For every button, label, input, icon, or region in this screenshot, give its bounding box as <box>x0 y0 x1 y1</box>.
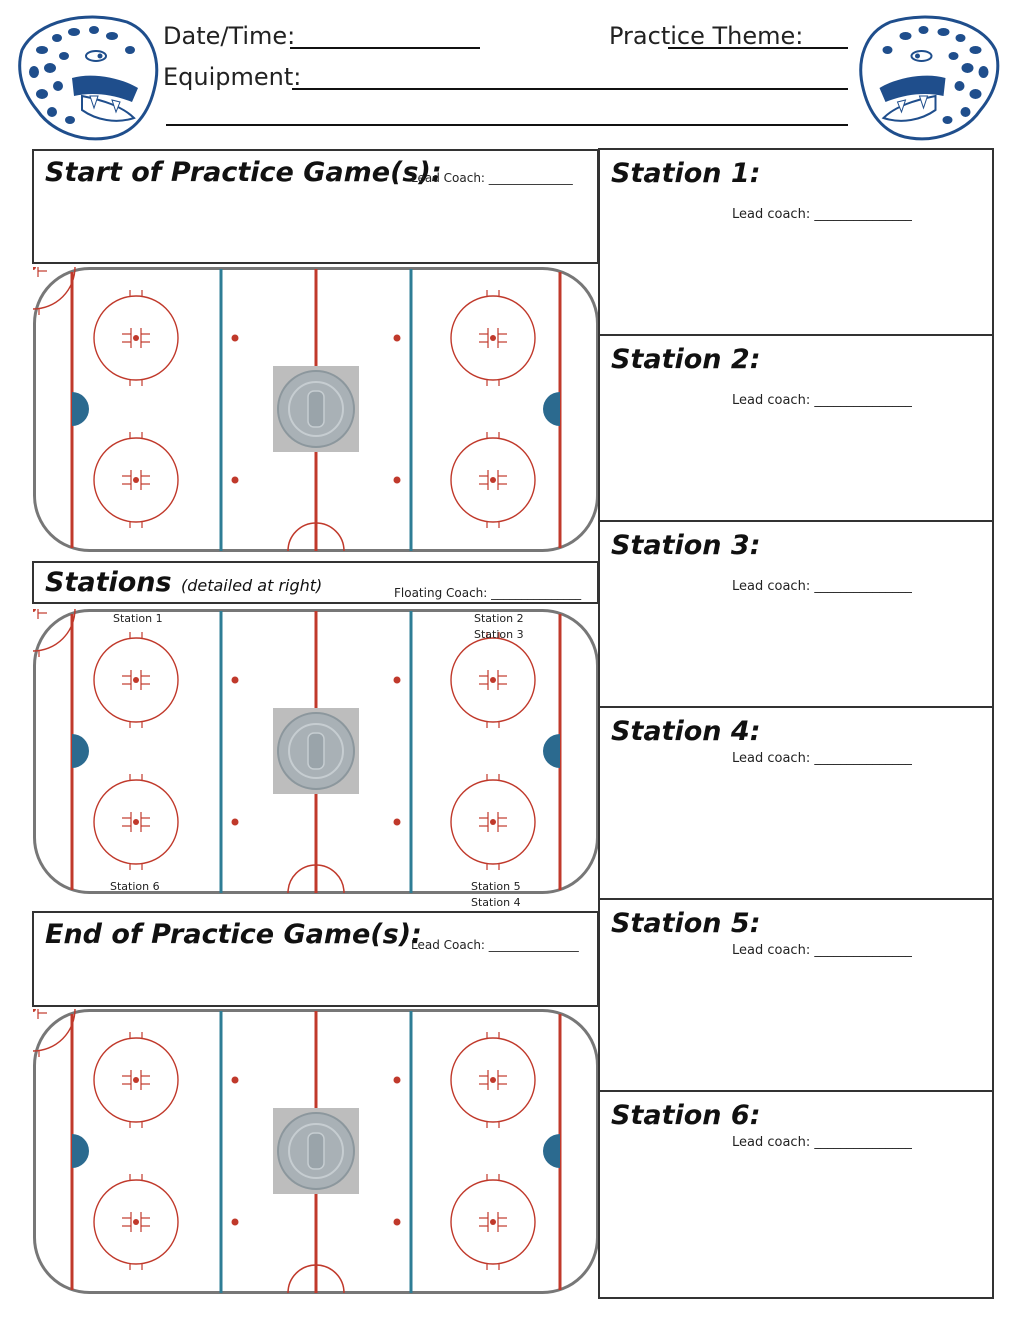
practice-theme-label: Practice Theme: <box>609 22 804 50</box>
jaguar-logo-left-icon <box>18 15 159 141</box>
station-4-coach[interactable]: Lead coach: _______________ <box>732 751 912 766</box>
station-4-box: Station 4: Lead coach: _______________ <box>598 706 994 900</box>
rink-label-station-5: Station 5 <box>471 880 521 893</box>
stations-title-text: Stations <box>45 567 172 598</box>
rink-label-station-4: Station 4 <box>471 896 521 909</box>
stations-box: Stations (detailed at right) Floating Co… <box>32 561 599 604</box>
rink-label-station-2: Station 2 <box>474 612 524 625</box>
practice-theme-line[interactable] <box>668 47 848 49</box>
station-2-title: Station 2: <box>611 344 761 375</box>
end-game-title: End of Practice Game(s): <box>45 919 422 950</box>
start-game-coach[interactable]: Lead Coach: ______________ <box>411 171 573 185</box>
stations-title: Stations (detailed at right) <box>45 567 322 598</box>
station-2-coach[interactable]: Lead coach: _______________ <box>732 393 912 408</box>
datetime-line[interactable] <box>290 47 480 49</box>
jaguar-logo-right-icon <box>859 15 1000 141</box>
station-5-title: Station 5: <box>611 908 761 939</box>
equipment-label: Equipment: <box>163 63 302 91</box>
station-1-box: Station 1: Lead coach: _______________ <box>598 148 994 336</box>
floating-coach[interactable]: Floating Coach: _______________ <box>394 586 582 600</box>
rink-label-station-6: Station 6 <box>110 880 160 893</box>
rink-label-station-1: Station 1 <box>113 612 163 625</box>
rink-diagram-end <box>33 1009 599 1295</box>
station-3-coach[interactable]: Lead coach: _______________ <box>732 579 912 594</box>
station-5-box: Station 5: Lead coach: _______________ <box>598 898 994 1092</box>
rink-diagram-stations <box>33 609 599 895</box>
equipment-line-2[interactable] <box>166 124 848 126</box>
datetime-label: Date/Time: <box>163 22 296 50</box>
start-game-title: Start of Practice Game(s): <box>45 157 442 188</box>
station-3-box: Station 3: Lead coach: _______________ <box>598 520 994 708</box>
stations-subtitle: (detailed at right) <box>180 576 323 595</box>
station-6-title: Station 6: <box>611 1100 761 1131</box>
station-3-title: Station 3: <box>611 530 761 561</box>
station-1-coach[interactable]: Lead coach: _______________ <box>732 207 912 222</box>
rink-diagram-start <box>33 267 599 553</box>
station-4-title: Station 4: <box>611 716 761 747</box>
end-game-box: End of Practice Game(s): Lead Coach: ___… <box>32 911 599 1007</box>
rink-label-station-3: Station 3 <box>474 628 524 641</box>
station-6-box: Station 6: Lead coach: _______________ <box>598 1090 994 1299</box>
station-5-coach[interactable]: Lead coach: _______________ <box>732 943 912 958</box>
station-6-coach[interactable]: Lead coach: _______________ <box>732 1135 912 1150</box>
station-2-box: Station 2: Lead coach: _______________ <box>598 334 994 522</box>
start-game-box: Start of Practice Game(s): Lead Coach: _… <box>32 149 599 264</box>
station-1-title: Station 1: <box>611 158 761 189</box>
equipment-line[interactable] <box>292 88 848 90</box>
end-game-coach[interactable]: Lead Coach: _______________ <box>411 938 579 952</box>
